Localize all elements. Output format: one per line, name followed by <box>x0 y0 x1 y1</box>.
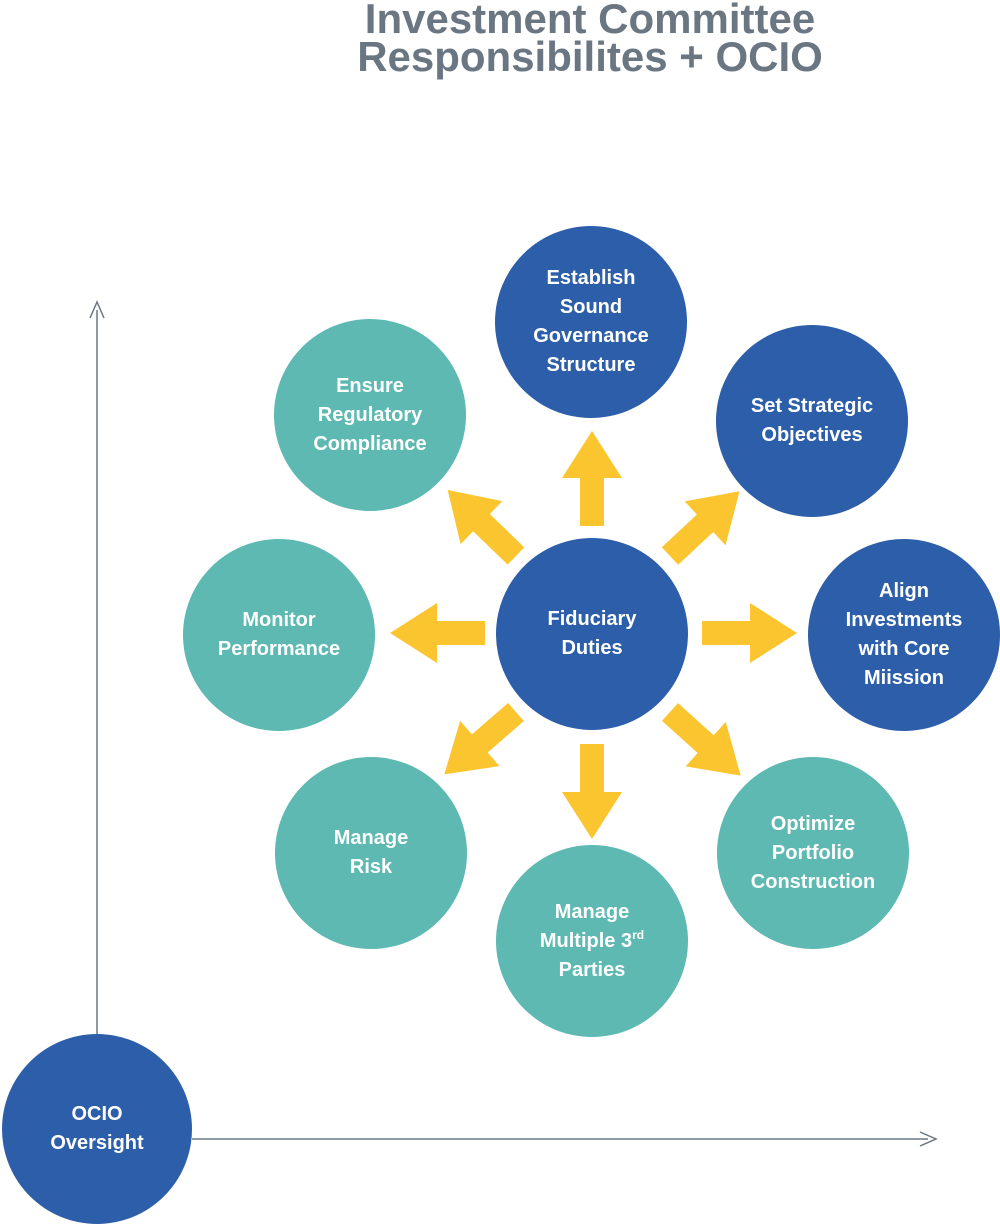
node-line: Miission <box>863 667 944 689</box>
node-line: Multiple 3 <box>539 929 633 952</box>
ordinal-superscript: rd <box>632 927 645 942</box>
node-line: Risk <box>349 856 393 878</box>
arrow-right <box>702 603 797 663</box>
node-line: Compliance <box>313 432 427 455</box>
vertical-axis-arrowhead <box>89 300 105 319</box>
node-line: Regulatory <box>317 403 423 426</box>
node-line: Structure <box>546 354 636 376</box>
node-manage-risk: Manage Risk <box>275 757 467 949</box>
node-line: Sound <box>559 296 623 318</box>
title-line-1: Investment Committee <box>364 0 816 42</box>
node-third-parties: Manage Multiple 3rd Parties <box>496 845 688 1037</box>
node-align-mission: Align Investments with Core Miission <box>808 539 1000 731</box>
center-line-2: Duties <box>561 637 623 659</box>
node-line: Parties <box>558 958 626 981</box>
node-line: with Core <box>858 638 950 660</box>
title-line-2: Responsibilites + OCIO <box>357 33 823 80</box>
node-portfolio-construction: Optimize Portfolio Construction <box>717 757 909 949</box>
node-ocio-oversight: OCIO Oversight <box>2 1034 192 1224</box>
node-line: Manage <box>554 900 630 923</box>
node-line: Establish <box>546 267 636 289</box>
arrow-down-right <box>649 689 761 798</box>
node-line: Objectives <box>761 424 863 446</box>
center-node-fiduciary-duties: Fiduciary Duties <box>496 538 688 730</box>
node-line: Set Strategic <box>750 395 874 417</box>
node-line: Optimize <box>770 812 856 835</box>
ocio-line-1: OCIO <box>71 1103 123 1125</box>
node-line-with-superscript: Multiple 3rd <box>540 927 644 956</box>
node-line: Monitor <box>242 609 316 631</box>
node-line: Align <box>879 580 929 602</box>
node-monitor-performance: Monitor Performance <box>183 539 375 731</box>
arrow-left <box>390 603 485 663</box>
node-line: Performance <box>217 638 341 660</box>
node-line: Portfolio <box>771 841 855 864</box>
horizontal-axis-arrowhead <box>919 1131 938 1147</box>
ocio-line-2: Oversight <box>50 1132 144 1154</box>
center-line-1: Fiduciary <box>547 608 637 630</box>
node-regulatory-compliance: Ensure Regulatory Compliance <box>274 319 466 511</box>
axes <box>89 300 938 1147</box>
diagram-title: Investment Committee Responsibilites + O… <box>300 0 880 80</box>
arrow-down-left <box>424 689 536 797</box>
node-line: Manage <box>333 827 409 849</box>
node-strategic-objectives: Set Strategic Objectives <box>716 325 908 517</box>
arrow-up-left <box>426 468 537 578</box>
arrow-down <box>562 744 622 839</box>
node-line: Construction <box>750 870 876 893</box>
node-line: Ensure <box>336 374 404 397</box>
node-line: Investments <box>845 609 963 631</box>
node-line: Governance <box>533 325 649 347</box>
node-governance-structure: Establish Sound Governance Structure <box>495 226 687 418</box>
arrow-up <box>562 431 622 526</box>
